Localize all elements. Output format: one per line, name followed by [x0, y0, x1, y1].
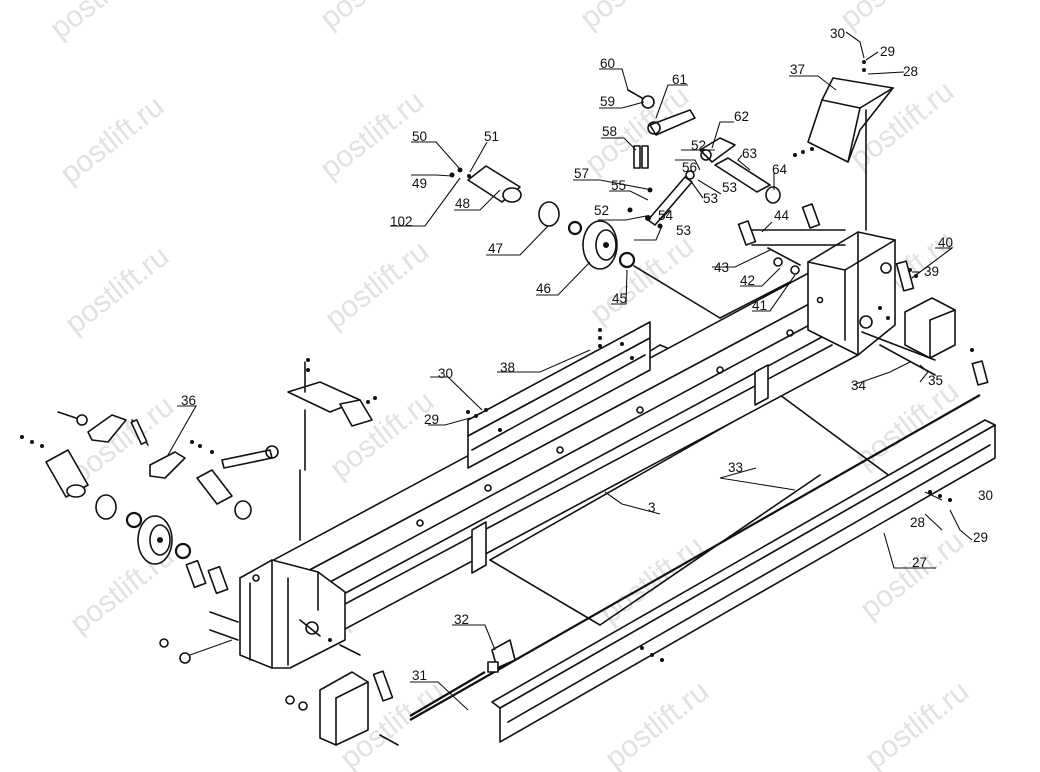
- part-label-53: 53: [703, 191, 718, 206]
- part-label-30: 30: [830, 26, 845, 41]
- part-label-28: 28: [910, 515, 925, 530]
- part-label-29: 29: [424, 412, 439, 427]
- part-label-30: 30: [438, 366, 453, 381]
- part-label-61: 61: [672, 72, 687, 87]
- top-plate: [287, 358, 377, 541]
- part-label-57: 57: [574, 166, 589, 181]
- watermark: postlift.ru: [59, 240, 175, 341]
- part-label-47: 47: [488, 241, 503, 256]
- part-label-52: 52: [594, 203, 609, 218]
- part-label-29: 29: [973, 530, 988, 545]
- part-label-45: 45: [612, 291, 627, 306]
- part-label-60: 60: [600, 56, 615, 71]
- part-label-48: 48: [455, 196, 470, 211]
- part-label-53: 53: [676, 223, 691, 238]
- part-label-43: 43: [714, 260, 729, 275]
- watermark: postlift.ru: [314, 0, 430, 36]
- part-label-31: 31: [412, 668, 427, 683]
- part-label-58: 58: [602, 124, 617, 139]
- part-label-64: 64: [772, 162, 788, 177]
- part-label-49: 49: [412, 176, 427, 191]
- part-label-63: 63: [742, 146, 757, 161]
- part-label-36: 36: [181, 393, 196, 408]
- part-label-53: 53: [722, 180, 737, 195]
- part-label-34: 34: [851, 378, 867, 393]
- leader-lines: [167, 31, 973, 711]
- watermark: postlift.ru: [859, 675, 975, 772]
- part-label-40: 40: [938, 235, 953, 250]
- watermark: postlift.ru: [54, 90, 170, 191]
- part-label-29: 29: [880, 44, 895, 59]
- part-label-44: 44: [774, 208, 790, 223]
- watermark: postlift.ru: [854, 525, 970, 626]
- watermark: postlift.ru: [319, 235, 435, 336]
- rods: [409, 394, 981, 721]
- part-label-41: 41: [752, 298, 767, 313]
- part-label-50: 50: [412, 129, 427, 144]
- part-label-33: 33: [728, 460, 743, 475]
- part-label-35: 35: [928, 373, 943, 388]
- watermark: postlift.ru: [834, 0, 950, 36]
- part-label-32: 32: [454, 612, 469, 627]
- part-label-62: 62: [734, 109, 749, 124]
- side-plate-38: [467, 321, 651, 469]
- part-label-54: 54: [658, 208, 674, 223]
- upper-pulley-assembly: [449, 165, 791, 319]
- channel-27: [491, 419, 996, 743]
- watermark: postlift.ru: [574, 0, 690, 36]
- part-label-28: 28: [903, 64, 918, 79]
- part-labels: 3 27 28 28 29 29 29 30 30 30 31 32 33 34…: [181, 26, 993, 683]
- watermark: postlift.ru: [44, 0, 160, 46]
- part-label-59: 59: [600, 94, 615, 109]
- part-label-55: 55: [611, 178, 626, 193]
- main-frame: [239, 231, 896, 669]
- part-label-46: 46: [536, 281, 551, 296]
- part-label-51: 51: [484, 129, 499, 144]
- part-label-37: 37: [790, 62, 805, 77]
- part-label-38: 38: [500, 360, 515, 375]
- watermark: postlift.ru: [599, 675, 715, 772]
- part-label-42: 42: [740, 273, 755, 288]
- fasteners: [466, 328, 952, 662]
- part-label-3: 3: [648, 500, 656, 515]
- part-label-102: 102: [390, 214, 413, 229]
- lever-assembly: [627, 89, 846, 275]
- part-label-56: 56: [682, 160, 697, 175]
- part-label-30: 30: [978, 488, 993, 503]
- left-pulley-assembly: [20, 411, 399, 746]
- part-label-27: 27: [912, 555, 927, 570]
- right-mount-bracket: [859, 260, 989, 386]
- cover-37: [807, 60, 894, 231]
- part-label-52: 52: [691, 138, 706, 153]
- part-label-39: 39: [924, 264, 939, 279]
